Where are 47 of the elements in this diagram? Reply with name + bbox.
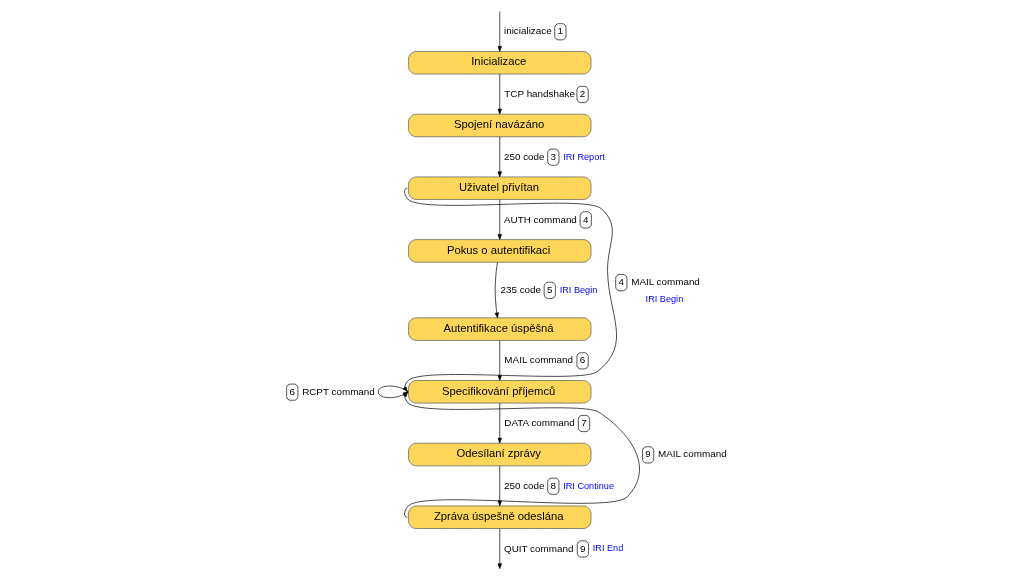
- edge-label: 250 code: [503, 479, 545, 491]
- arrow: [497, 136, 502, 178]
- edge-label: 235 code: [499, 283, 541, 295]
- arrow: [497, 465, 502, 507]
- edge-label: RCPT command: [301, 385, 375, 397]
- label: 7: [580, 417, 587, 429]
- arrow: [402, 187, 617, 393]
- edge-label: inicializace: [503, 25, 552, 37]
- label: IRI Begin: [645, 294, 683, 305]
- label: IRI Begin: [559, 284, 597, 295]
- node-box: Autentifikace úspěšná: [407, 317, 591, 341]
- node-box: Uživatel přivítan: [407, 176, 591, 200]
- label: IRI Continue: [562, 480, 614, 491]
- edge-label: DATA command: [503, 417, 575, 429]
- label: 4: [618, 276, 624, 288]
- edge-label: AUTH command: [503, 213, 577, 225]
- label: 8: [550, 479, 556, 491]
- label: 9: [644, 448, 651, 460]
- arrow: [494, 261, 499, 319]
- arrow: [497, 199, 502, 240]
- arrow: [497, 528, 502, 569]
- edge-label: MAIL command: [657, 448, 727, 460]
- arrow: [497, 73, 502, 115]
- label: 4: [582, 213, 588, 225]
- edge-label: 250 code: [503, 150, 545, 162]
- label: 6: [288, 385, 295, 397]
- label: 5: [546, 283, 552, 295]
- node-box: Pokus o autentifikaci: [407, 239, 591, 263]
- edge-label: MAIL command: [503, 354, 573, 366]
- arrow: [497, 402, 502, 444]
- node-box: Zpráva úspešně odeslána: [407, 505, 591, 529]
- node-box: Specifikování příjemců: [407, 380, 591, 404]
- label: 1: [557, 25, 563, 37]
- node-box: Odesílaní zprávy: [407, 442, 591, 467]
- edge-label: MAIL command: [630, 276, 700, 288]
- label: 2: [579, 88, 585, 100]
- edge-label: TCP handshake: [503, 88, 575, 100]
- label: 3: [550, 150, 556, 162]
- node-box: Inicializace: [407, 51, 591, 75]
- label: IRI Report: [562, 151, 605, 162]
- node-box: Spojení navázáno: [407, 113, 591, 138]
- arrow: [497, 340, 502, 381]
- arrow: [497, 11, 502, 52]
- label: 9: [579, 542, 586, 554]
- edge-label: QUIT command: [503, 542, 573, 554]
- label: 6: [579, 354, 585, 366]
- label: IRI End: [592, 543, 623, 554]
